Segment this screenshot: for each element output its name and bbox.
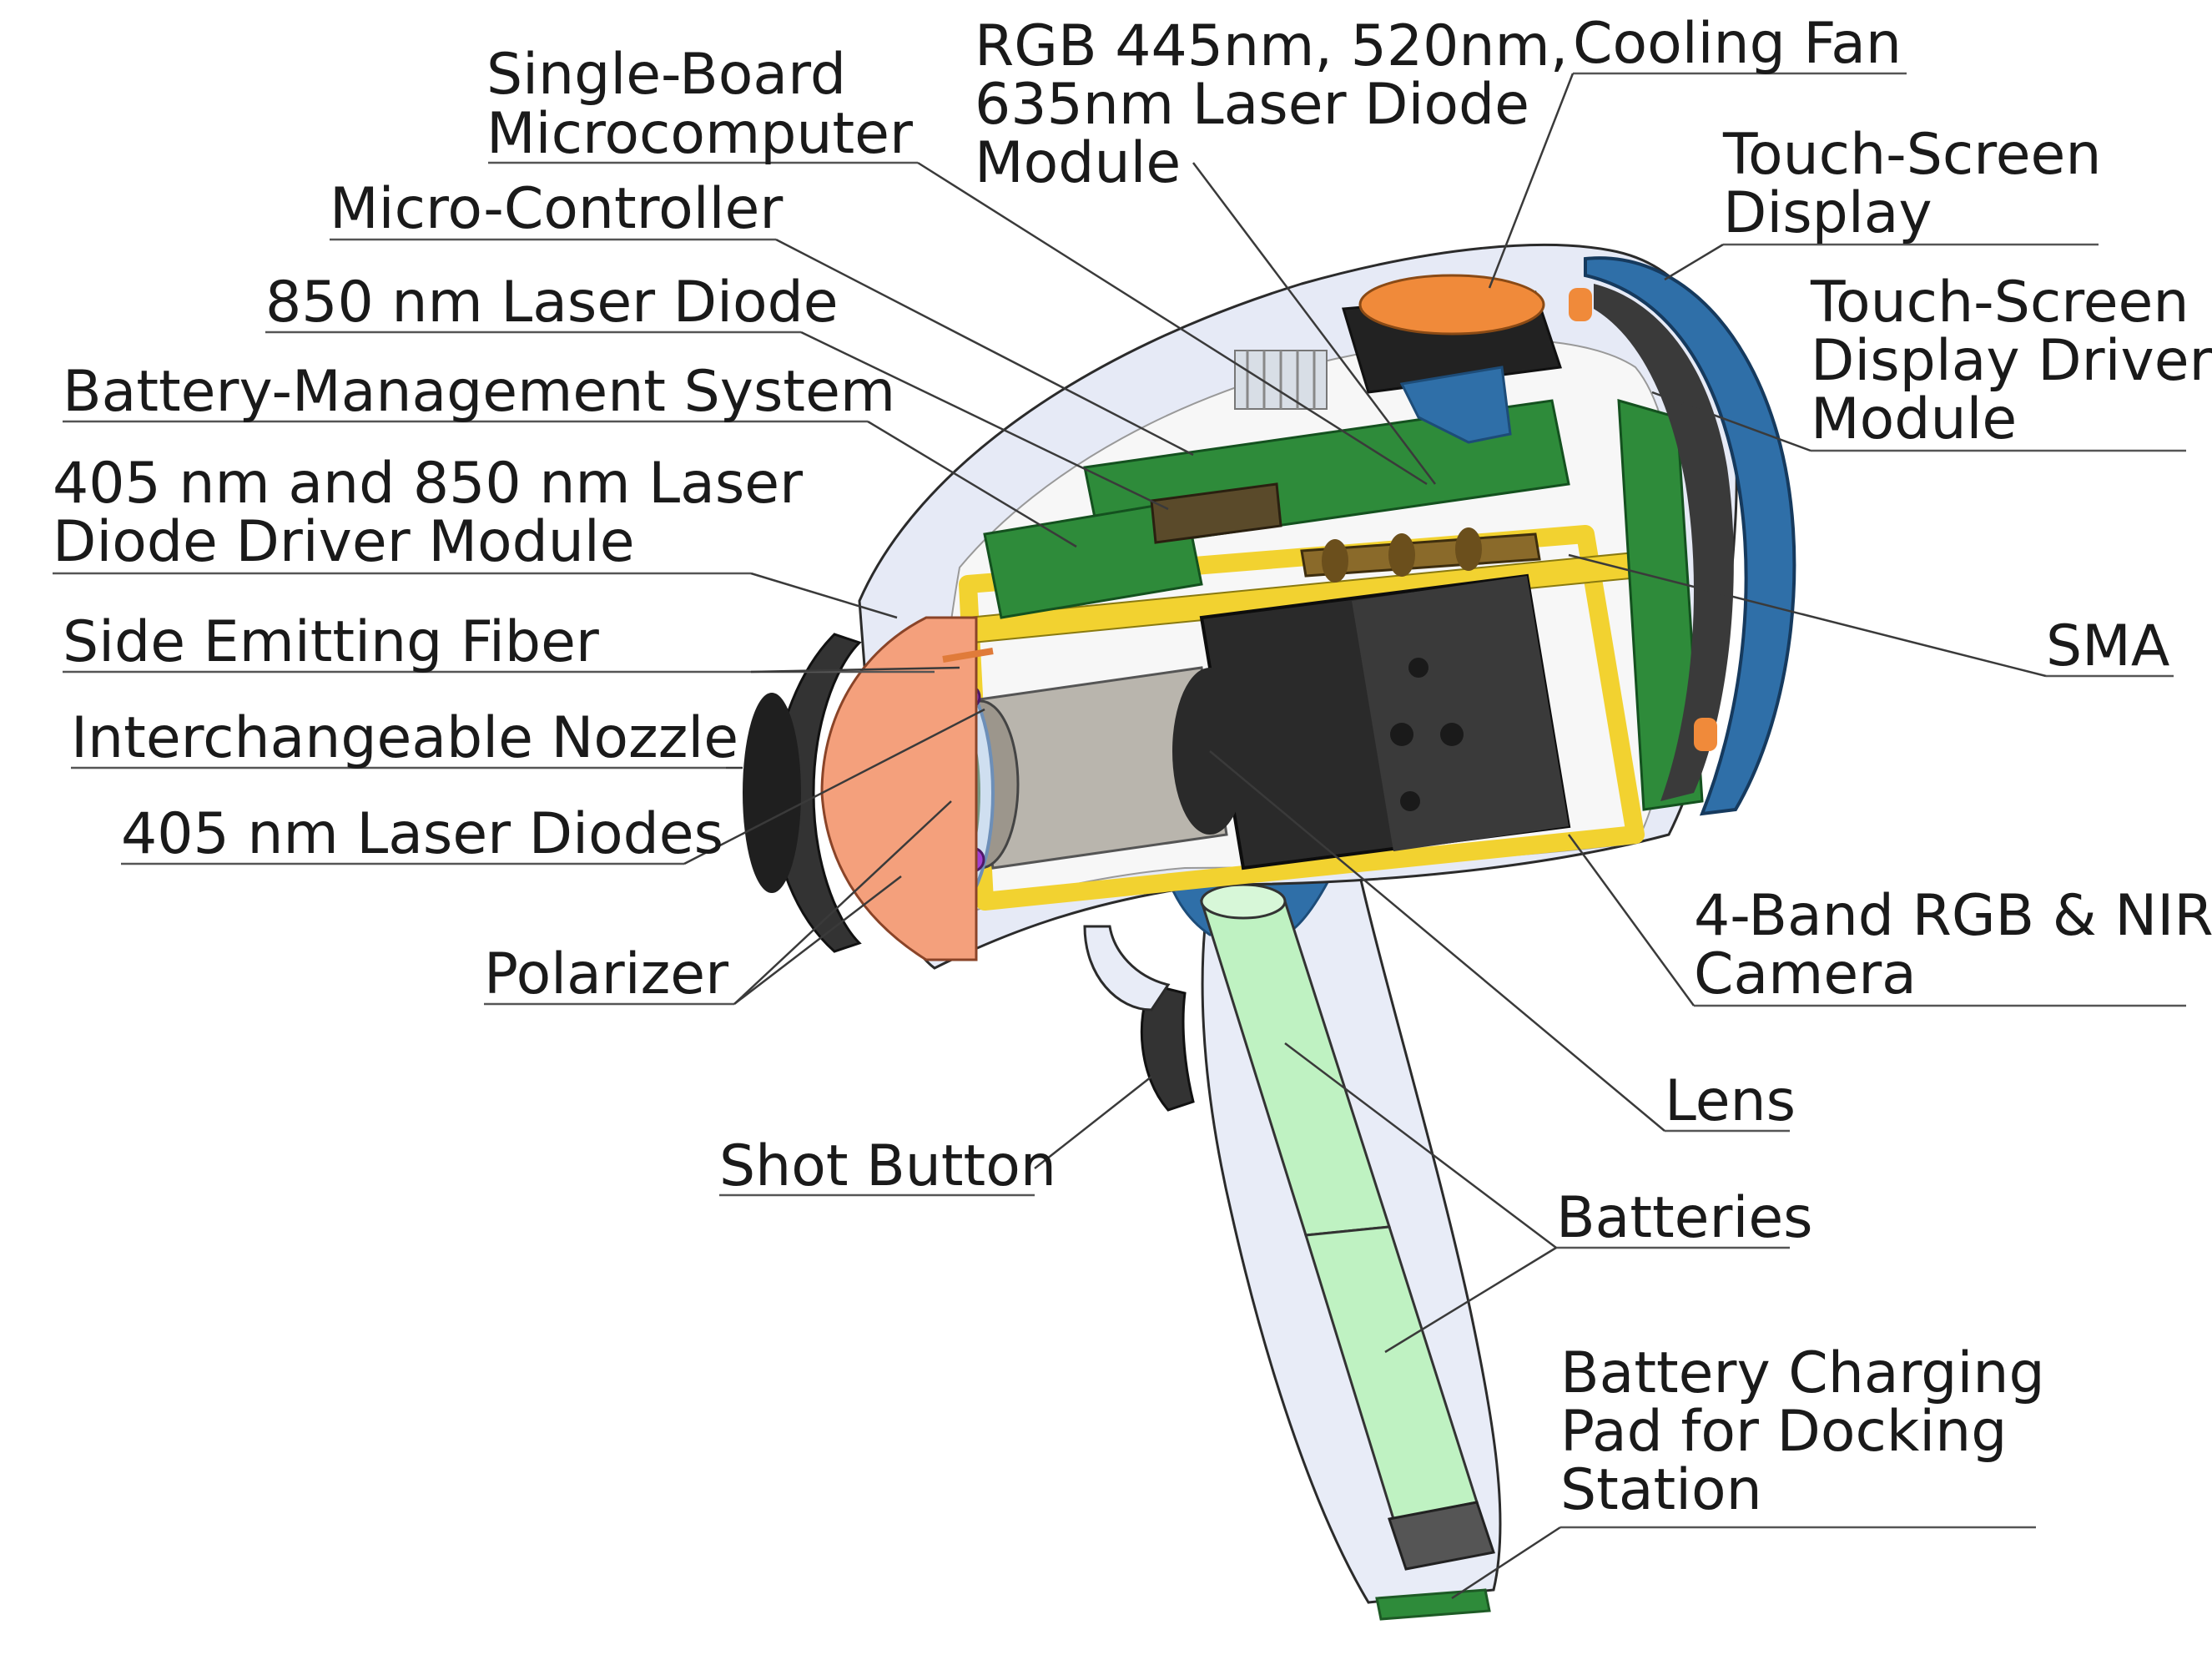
label-single-board-microcomputer: Single-Board Microcomputer <box>486 42 913 167</box>
label-touch-screen-driver: Touch-Screen Display Driver Module <box>1810 270 2212 452</box>
label-line: Diode Driver Module <box>53 509 635 575</box>
label-line: 850 nm Laser Diode <box>265 270 839 336</box>
label-line: Micro-Controller <box>330 176 783 242</box>
label-laser-850: 850 nm Laser Diode <box>265 270 839 336</box>
label-touch-screen-display: Touch-Screen Display <box>1722 122 2119 246</box>
camera-face <box>1352 576 1569 851</box>
device-illustration <box>743 244 1796 1621</box>
battery-cell-top-cap <box>1200 883 1287 920</box>
label-side-emitting-fiber: Side Emitting Fiber <box>63 609 599 675</box>
label-line: Side Emitting Fiber <box>63 609 599 675</box>
label-battery-management: Battery-Management System <box>63 359 895 425</box>
heatsink <box>1234 350 1328 410</box>
label-line: Microcomputer <box>486 101 913 167</box>
fan-bracket <box>1399 366 1512 444</box>
label-line: 4-Band RGB & NIR <box>1694 883 2212 949</box>
battery-end-cap <box>1388 1501 1495 1571</box>
label-line: 405 nm and 850 nm Laser <box>53 451 803 517</box>
label-cooling-fan: Cooling Fan <box>1573 11 1902 77</box>
display-inner <box>1594 284 1734 801</box>
label-line: Shot Button <box>719 1133 1056 1199</box>
label-interchangeable-nozzle: Interchangeable Nozzle <box>71 705 738 771</box>
label-laser-405: 405 nm Laser Diodes <box>121 801 723 867</box>
bms-pcb <box>983 499 1203 619</box>
battery-stack <box>1199 883 1495 1571</box>
label-line: Module <box>975 130 1181 196</box>
label-polarizer: Polarizer <box>484 941 728 1007</box>
label-line: Lens <box>1665 1068 1796 1134</box>
label-line: Display Driver <box>1811 328 2212 394</box>
charging-pad <box>1375 1588 1491 1621</box>
label-charging-pad: Battery Charging Pad for Docking Station <box>1560 1340 2063 1523</box>
label-lens: Lens <box>1665 1068 1796 1134</box>
label-line: Battery-Management System <box>63 359 895 425</box>
label-sma: SMA <box>2046 613 2169 679</box>
trigger-guard <box>1083 925 1171 1012</box>
shot-button <box>1140 983 1195 1112</box>
label-line: Interchangeable Nozzle <box>71 705 738 771</box>
label-line: 635nm Laser Diode <box>975 72 1529 138</box>
cooling-fan <box>1342 274 1562 394</box>
label-line: Pad for Docking <box>1560 1399 2007 1465</box>
label-line: Battery Charging <box>1560 1340 2045 1406</box>
label-micro-controller: Micro-Controller <box>330 176 783 242</box>
standoff <box>1694 718 1717 751</box>
side-emitting-fiber <box>942 648 994 663</box>
label-line: Batteries <box>1556 1185 1813 1251</box>
label-line: Camera <box>1694 941 1917 1007</box>
label-laser-driver-module: 405 nm and 850 nm Laser Diode Driver Mod… <box>53 451 821 575</box>
label-line: RGB 445nm, 520nm, <box>975 13 1568 79</box>
leader-lines <box>53 72 2186 1600</box>
label-line: SMA <box>2046 613 2169 679</box>
driver-pcb <box>1617 398 1704 811</box>
touch-screen-display <box>1584 256 1796 816</box>
label-line: Cooling Fan <box>1573 11 1902 77</box>
label-shot-button: Shot Button <box>719 1133 1056 1199</box>
label-camera: 4-Band RGB & NIR Camera <box>1694 883 2212 1007</box>
laser-850-cylinder <box>1150 482 1282 544</box>
standoff <box>1569 288 1592 321</box>
label-line: Module <box>1811 386 2017 452</box>
label-line: 405 nm Laser Diodes <box>121 801 723 867</box>
label-line: Touch-Screen <box>1810 270 2189 336</box>
label-rgb-laser-module: RGB 445nm, 520nm, 635nm Laser Diode Modu… <box>975 13 1586 196</box>
label-line: Single-Board <box>486 42 846 108</box>
label-line: Polarizer <box>484 941 728 1007</box>
label-line: Touch-Screen <box>1722 122 2102 188</box>
label-batteries: Batteries <box>1556 1185 1813 1251</box>
label-line: Display <box>1723 180 1932 246</box>
labels: Single-Board Microcomputer RGB 445nm, 52… <box>53 11 2212 1523</box>
label-line: Station <box>1560 1457 1762 1523</box>
